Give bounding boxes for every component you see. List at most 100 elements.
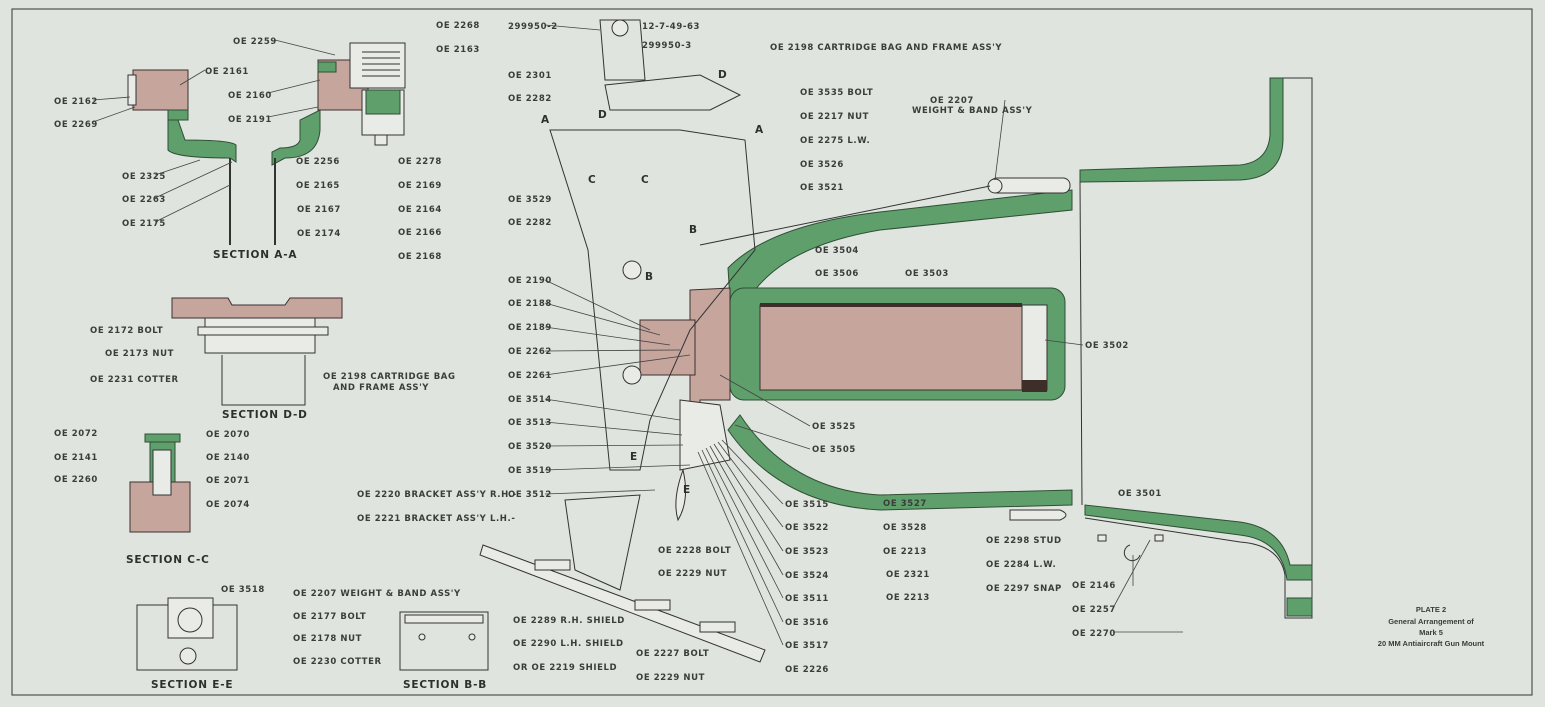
part-label: OE 2229 NUT bbox=[658, 569, 727, 579]
section-mark: C bbox=[588, 174, 597, 186]
part-label: OE 3527 bbox=[883, 499, 927, 509]
part-label: OE 2221 BRACKET ASS'Y L.H.- bbox=[357, 514, 515, 524]
plate-caption-line: Mark 5 bbox=[1419, 628, 1443, 637]
part-label: OE 2177 BOLT bbox=[293, 612, 366, 622]
part-label: OE 2256 bbox=[296, 157, 340, 167]
part-label: OE 2190 bbox=[508, 276, 552, 286]
section-bb-drawing bbox=[399, 611, 489, 671]
part-label: OE 2321 bbox=[886, 570, 930, 580]
part-label: OE 2262 bbox=[508, 347, 552, 357]
section-mark: A bbox=[541, 114, 550, 126]
part-label: OE 3529 bbox=[508, 195, 552, 205]
part-label: OE 3523 bbox=[785, 547, 829, 557]
part-label: OE 2284 L.W. bbox=[986, 560, 1056, 570]
part-label: OE 2289 R.H. SHIELD bbox=[513, 616, 625, 626]
part-label: OE 3528 bbox=[883, 523, 927, 533]
part-label: OE 2213 bbox=[883, 547, 927, 557]
part-label: OE 2161 bbox=[205, 67, 249, 77]
part-label: OE 2146 bbox=[1072, 581, 1116, 591]
part-label: OE 2297 SNAP bbox=[986, 584, 1062, 594]
part-label: OE 3511 bbox=[785, 594, 829, 604]
plate-number: PLATE 2 bbox=[1416, 605, 1446, 614]
section-cc-drawing bbox=[129, 433, 191, 533]
section-ee-drawing bbox=[136, 597, 238, 671]
part-label: OE 3518 bbox=[221, 585, 265, 595]
part-label: OE 2275 L.W. bbox=[800, 136, 870, 146]
part-label: WEIGHT & BAND ASS'Y bbox=[912, 106, 1033, 116]
part-label: OE 2298 STUD bbox=[986, 536, 1062, 546]
part-label: OE 2198 CARTRIDGE BAG AND FRAME ASS'Y bbox=[770, 43, 1002, 53]
part-label: OE 2231 COTTER bbox=[90, 375, 179, 385]
part-label: OE 2191 bbox=[228, 115, 272, 125]
part-label: OE 2140 bbox=[206, 453, 250, 463]
part-label: OE 2141 bbox=[54, 453, 98, 463]
part-label: OE 3504 bbox=[815, 246, 859, 256]
part-label: OE 3515 bbox=[785, 500, 829, 510]
part-label: OE 2229 NUT bbox=[636, 673, 705, 683]
part-label: OE 3513 bbox=[508, 418, 552, 428]
part-label: OE 3503 bbox=[905, 269, 949, 279]
part-label: OE 3502 bbox=[1085, 341, 1129, 351]
section-aa-drawing bbox=[127, 42, 406, 245]
part-label: OE 3512 bbox=[508, 490, 552, 500]
section-mark: D bbox=[598, 109, 608, 121]
part-label: OE 2173 NUT bbox=[105, 349, 174, 359]
section-mark: D bbox=[718, 69, 728, 81]
part-label: OE 2175 bbox=[122, 219, 166, 229]
section-mark: E bbox=[683, 484, 691, 496]
part-label: OE 3526 bbox=[800, 160, 844, 170]
part-label: OE 2220 BRACKET ASS'Y R.H.- bbox=[357, 490, 517, 500]
part-label: OE 2172 BOLT bbox=[90, 326, 163, 336]
part-label: OE 2189 bbox=[508, 323, 552, 333]
part-label: OE 2165 bbox=[296, 181, 340, 191]
part-label: OE 2263 bbox=[122, 195, 166, 205]
part-label: OE 3514 bbox=[508, 395, 552, 405]
part-label: OE 2164 bbox=[398, 205, 442, 215]
section-ee-labels: SECTION E-E OE 3518 bbox=[151, 585, 265, 691]
part-label: OE 2178 NUT bbox=[293, 634, 362, 644]
section-marks: A A D D C C B B E E bbox=[541, 69, 764, 496]
part-label: OE 2167 bbox=[297, 205, 341, 215]
main-view-labels: 299950-2 12-7-49-63 299950-3 OE 2198 CAR… bbox=[357, 22, 1162, 683]
section-mark: A bbox=[755, 124, 764, 136]
part-label: OE 2174 bbox=[297, 229, 341, 239]
section-title: SECTION D-D bbox=[222, 409, 308, 421]
part-label: OE 2282 bbox=[508, 94, 552, 104]
part-label: OE 2071 bbox=[206, 476, 250, 486]
section-cc-labels: SECTION C-C OE 2072 OE 2070 OE 2141 OE 2… bbox=[54, 429, 250, 566]
section-mark: B bbox=[689, 224, 698, 236]
part-label: OE 3505 bbox=[812, 445, 856, 455]
part-label: OE 2282 bbox=[508, 218, 552, 228]
main-view-drawing bbox=[479, 19, 1313, 663]
part-label: OE 2188 bbox=[508, 299, 552, 309]
section-dd-labels: SECTION D-D OE 2172 BOLT OE 2173 NUT OE … bbox=[90, 326, 455, 421]
part-label: OE 2325 bbox=[122, 172, 166, 182]
part-label: OE 3525 bbox=[812, 422, 856, 432]
part-label: OE 2290 L.H. SHIELD bbox=[513, 639, 624, 649]
section-mark: B bbox=[645, 271, 654, 283]
part-label: 299950-3 bbox=[642, 41, 692, 51]
part-label: OE 2169 bbox=[398, 181, 442, 191]
part-label: OE 2207 WEIGHT & BAND ASS'Y bbox=[293, 589, 461, 599]
part-label: AND FRAME ASS'Y bbox=[333, 383, 429, 393]
section-title: SECTION A-A bbox=[213, 249, 297, 261]
part-label: OE 3517 bbox=[785, 641, 829, 651]
section-bb-labels: SECTION B-B OE 2207 WEIGHT & BAND ASS'Y … bbox=[293, 589, 486, 691]
part-label: OE 3501 bbox=[1118, 489, 1162, 499]
part-label: OE 2163 bbox=[436, 45, 480, 55]
part-label: OE 2278 bbox=[398, 157, 442, 167]
part-label: OR OE 2219 SHIELD bbox=[513, 663, 617, 673]
part-label: OE 2226 bbox=[785, 665, 829, 675]
part-label: OE 2162 bbox=[54, 97, 98, 107]
part-label: OE 3520 bbox=[508, 442, 552, 452]
plate-caption-line: General Arrangement of bbox=[1388, 617, 1474, 626]
part-label: 12-7-49-63 bbox=[642, 22, 700, 32]
part-label: OE 2072 bbox=[54, 429, 98, 439]
plate-border bbox=[11, 8, 1533, 696]
part-label: OE 2268 bbox=[436, 21, 480, 31]
part-label: OE 3516 bbox=[785, 618, 829, 628]
part-label: OE 3522 bbox=[785, 523, 829, 533]
part-label: OE 2160 bbox=[228, 91, 272, 101]
part-label: OE 2269 bbox=[54, 120, 98, 130]
